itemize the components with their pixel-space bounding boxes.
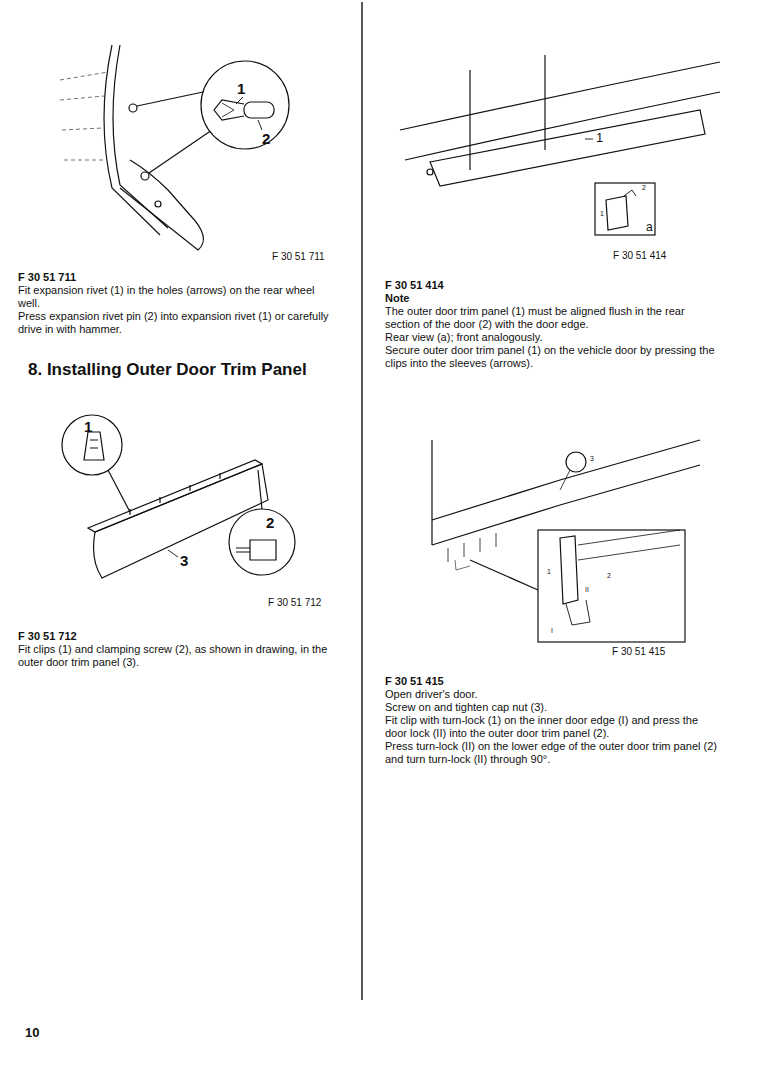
vehicle-side-figure bbox=[400, 55, 720, 235]
instruction-text: Rear view (a); front analogously. bbox=[385, 331, 721, 344]
note-heading: Note bbox=[385, 292, 409, 305]
callout-number: 3 bbox=[180, 552, 188, 570]
instruction-text: Secure outer door trim panel (1) on the … bbox=[385, 344, 721, 370]
figure-number: F 30 51 414 bbox=[613, 250, 666, 262]
callout-number: 2 bbox=[266, 514, 274, 532]
callout-number: I bbox=[550, 627, 554, 635]
callout-number: II bbox=[584, 586, 590, 594]
wheel-well-figure bbox=[60, 45, 289, 250]
callout-number: 1 bbox=[596, 130, 603, 146]
instruction-text: Press expansion rivet pin (2) into expan… bbox=[18, 310, 336, 336]
door-edge-figure bbox=[432, 440, 700, 642]
instruction-text: Fit clip with turn-lock (1) on the inner… bbox=[385, 714, 721, 740]
view-letter: a bbox=[646, 220, 653, 234]
page-number: 10 bbox=[25, 1025, 39, 1041]
section-heading: 8. Installing Outer Door Trim Panel bbox=[28, 360, 307, 380]
figure-number: F 30 51 415 bbox=[612, 646, 665, 658]
figure-number: F 30 51 711 bbox=[272, 251, 325, 263]
callout-number: 2 bbox=[606, 572, 612, 580]
callout-number: 2 bbox=[641, 184, 647, 192]
callout-number: 2 bbox=[262, 130, 270, 148]
figure-reference: F 30 51 711 bbox=[18, 271, 76, 284]
instruction-text: Press turn-lock (II) on the lower edge o… bbox=[385, 740, 721, 766]
callout-number: 1 bbox=[599, 210, 605, 218]
instruction-text: The outer door trim panel (1) must be al… bbox=[385, 305, 721, 331]
figure-reference: F 30 51 415 bbox=[385, 675, 444, 688]
figure-reference: F 30 51 712 bbox=[18, 630, 77, 643]
figure-number: F 30 51 712 bbox=[268, 597, 321, 609]
instruction-text: Fit clips (1) and clamping screw (2), as… bbox=[18, 643, 336, 669]
instruction-text: Open driver's door. bbox=[385, 688, 721, 701]
callout-number: 1 bbox=[546, 568, 552, 576]
column-rule bbox=[361, 2, 362, 1000]
instruction-text: Fit expansion rivet (1) in the holes (ar… bbox=[18, 284, 336, 310]
callout-number: 1 bbox=[237, 80, 245, 98]
trim-panel-figure bbox=[62, 415, 295, 578]
callout-number: 3 bbox=[589, 455, 595, 463]
instruction-text: Screw on and tighten cap nut (3). bbox=[385, 701, 721, 714]
figure-reference: F 30 51 414 bbox=[385, 279, 444, 292]
callout-number: 1 bbox=[84, 418, 92, 436]
